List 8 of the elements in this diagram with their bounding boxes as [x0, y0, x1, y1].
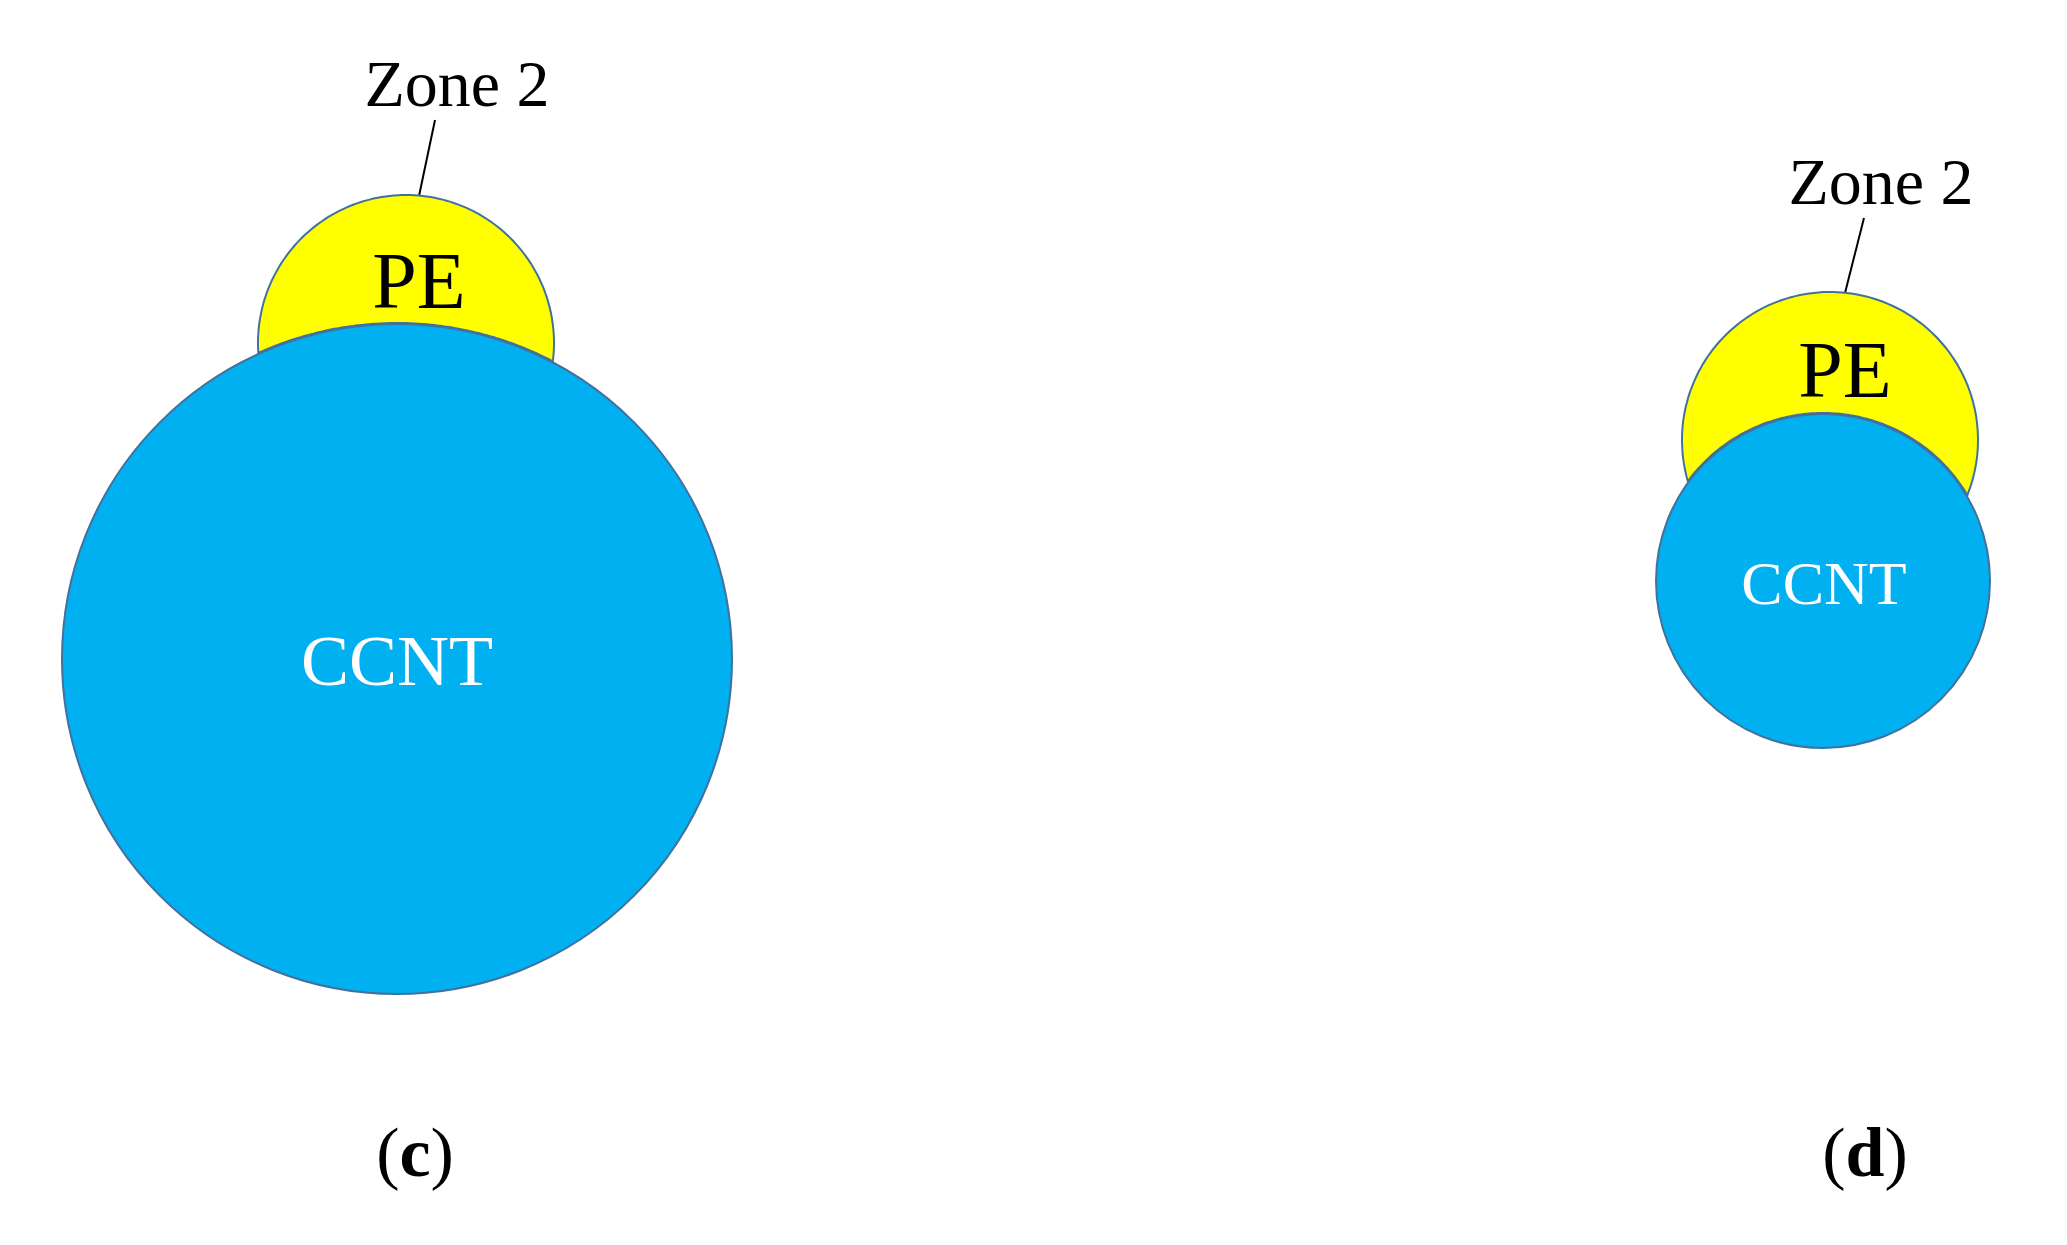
zone-label: Zone 2 — [364, 51, 550, 117]
leader-line — [1844, 217, 1865, 294]
layer-label: PE — [1798, 330, 1892, 410]
zone-label: Zone 2 — [1788, 149, 1974, 215]
layer-label: CCNT — [1741, 552, 1907, 614]
layer-label: PE — [372, 241, 466, 321]
leader-line — [418, 119, 436, 197]
layer-label: CCNT — [301, 625, 493, 697]
